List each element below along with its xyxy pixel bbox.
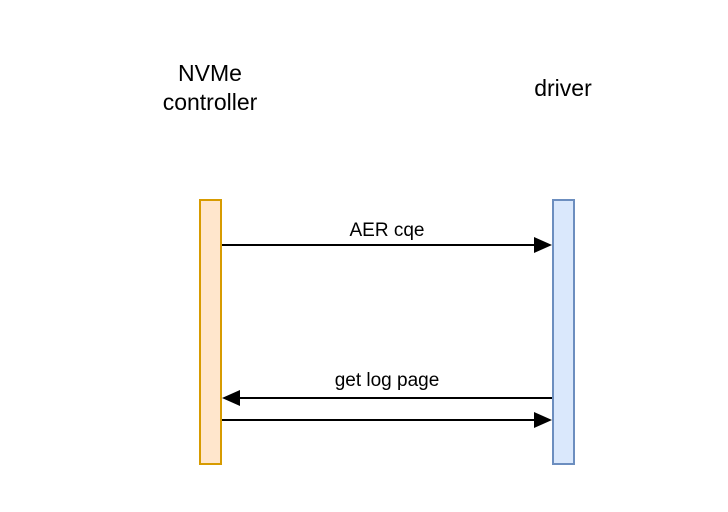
arrowhead-right-icon xyxy=(534,237,552,253)
participant-label-line: controller xyxy=(162,89,258,115)
arrowhead-right-icon xyxy=(534,412,552,428)
participant-label-nvme-controller: NVMe controller xyxy=(130,59,290,117)
lifeline-activation-driver[interactable] xyxy=(552,199,575,465)
message-log-page-response[interactable] xyxy=(222,412,552,428)
message-get-log-page[interactable]: get log page xyxy=(222,370,552,406)
participant-label-driver: driver xyxy=(500,74,626,103)
message-label: AER cqe xyxy=(350,220,425,241)
message-label: get log page xyxy=(335,370,440,391)
message-aer-cqe[interactable]: AER cqe xyxy=(222,220,552,253)
participant-label-line: NVMe xyxy=(178,60,242,86)
arrowhead-left-icon xyxy=(222,390,240,406)
participant-label-line: driver xyxy=(534,75,592,101)
lifeline-activation-nvme-controller[interactable] xyxy=(199,199,222,465)
